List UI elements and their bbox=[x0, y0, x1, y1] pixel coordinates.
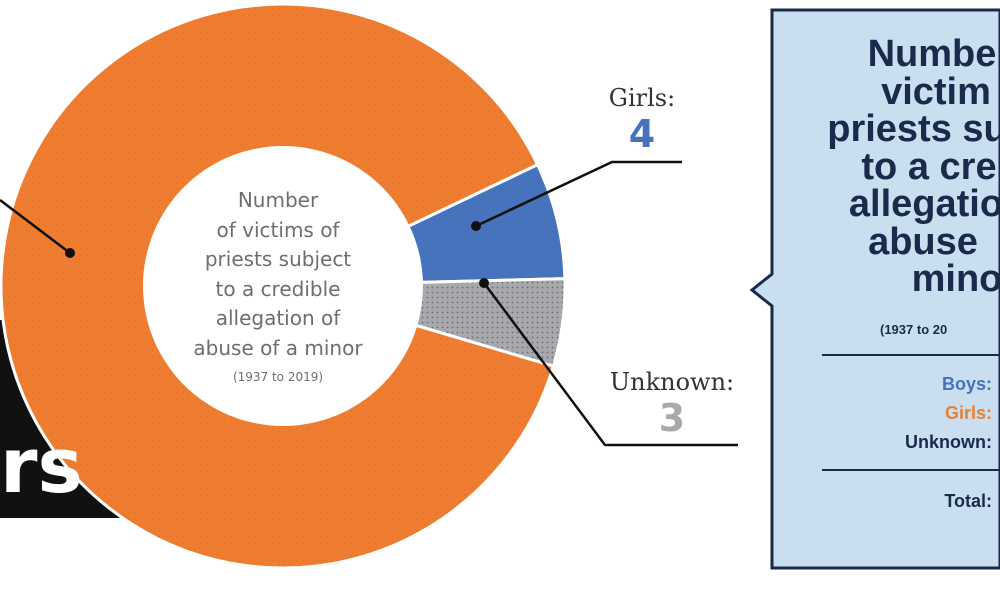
center-line: of victims of bbox=[216, 217, 340, 242]
panel-title-line: victim bbox=[881, 70, 991, 113]
center-line: allegation of bbox=[215, 306, 341, 330]
unknown-leader-dot bbox=[479, 278, 489, 288]
donut-hole bbox=[143, 146, 423, 426]
unknown-callout-value: 3 bbox=[658, 396, 686, 440]
panel-subtitle: (1937 to 20 bbox=[880, 322, 948, 337]
panel-title-line: abuse bbox=[868, 220, 978, 263]
center-line: priests subject bbox=[204, 247, 352, 271]
panel-title-line: to a cre bbox=[861, 145, 997, 188]
panel-title-line: mino bbox=[911, 258, 1000, 300]
panel-row-unknown: Unknown: bbox=[905, 432, 992, 452]
donut-center-text: Number of victims of priests subject to … bbox=[168, 186, 388, 363]
girls-callout-label: Girls: bbox=[608, 84, 676, 112]
panel-row-girls: Girls: bbox=[944, 403, 992, 423]
center-line: to a credible bbox=[215, 276, 341, 301]
center-line: abuse of a minor bbox=[193, 335, 363, 360]
unknown-callout-label: Unknown: bbox=[609, 368, 735, 396]
boys-leader-dot bbox=[65, 248, 75, 258]
panel-row-boys: Boys: bbox=[941, 374, 992, 394]
panel-title: Numbe victim priests su to a cre allegat… bbox=[812, 33, 1000, 300]
donut-center-subtext: (1937 to 2019) bbox=[232, 370, 324, 384]
panel-title-line: Numbe bbox=[867, 33, 997, 75]
panel-row-total: Total: bbox=[944, 491, 992, 511]
panel-title-line: allegatio bbox=[848, 183, 1000, 225]
girls-leader-dot bbox=[471, 221, 481, 231]
info-panel bbox=[749, 8, 1000, 570]
girls-leader-line bbox=[475, 160, 682, 228]
girls-callout-value: 4 bbox=[628, 112, 656, 156]
center-line: Number bbox=[237, 188, 319, 212]
left-banner-text: rs bbox=[0, 421, 83, 510]
boys-leader-line bbox=[0, 199, 71, 254]
unknown-leader-line bbox=[482, 282, 738, 447]
panel-title-line: priests su bbox=[827, 108, 1000, 150]
